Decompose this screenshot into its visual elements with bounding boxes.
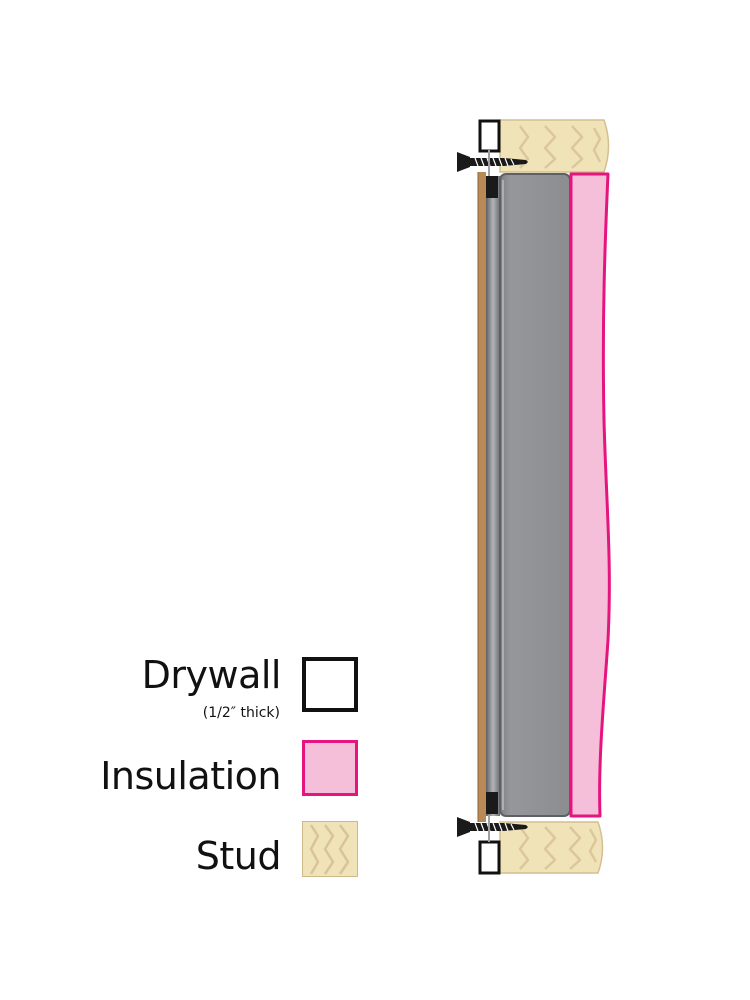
legend-insulation-swatch [302,740,358,796]
bottom-clip [486,792,498,814]
legend-drywall-note: (1/2″ thick) [202,705,280,721]
wood-grain-icon [309,824,350,875]
legend-insulation-label: Insulation [100,754,281,798]
legend-stud-swatch [302,821,358,877]
screw-icon [457,815,528,842]
top-drywall [478,119,501,153]
metal-strap [486,176,500,816]
legend-drywall-label: Drywall [141,653,282,697]
top-clip [486,176,498,198]
gray-panel [499,173,571,817]
insulation-batt [569,172,611,818]
bottom-stud [499,821,604,874]
wall-edge [478,172,486,822]
screw-icon [457,150,528,176]
legend-drywall-swatch [302,657,358,712]
bottom-drywall [478,840,501,875]
top-stud [499,119,610,173]
legend-stud-label: Stud [195,834,282,878]
